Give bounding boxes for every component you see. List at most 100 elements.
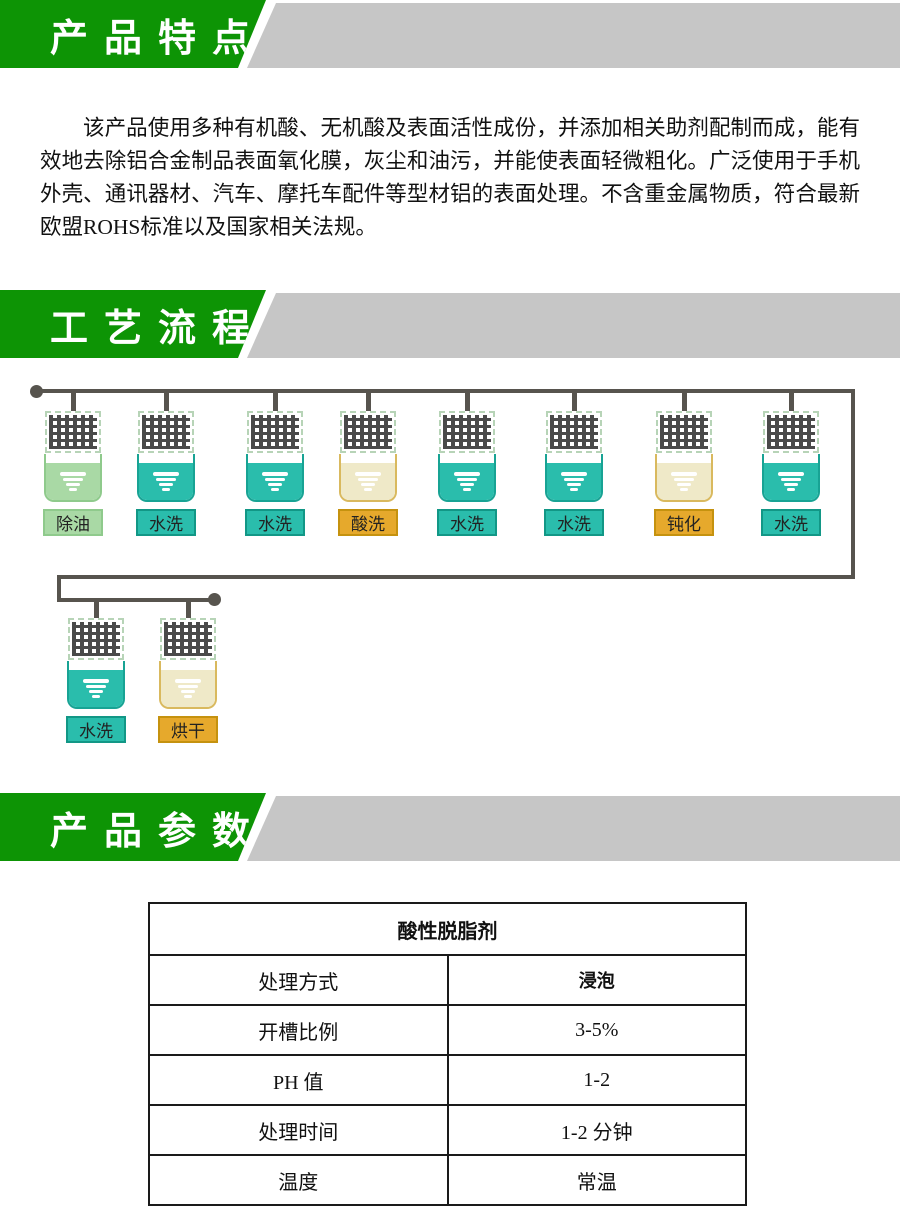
water-ripple-icon: [175, 679, 201, 698]
line-end-dot: [208, 593, 221, 606]
mesh-basket-icon: [763, 411, 819, 453]
hanger-stem-line: [163, 393, 169, 411]
tank-icon: [438, 454, 496, 502]
step-label: 水洗: [245, 509, 305, 536]
process-step-rinse: 水洗: [243, 393, 307, 536]
tank-liquid: [657, 463, 711, 500]
step-label: 水洗: [66, 716, 126, 743]
water-ripple-icon: [153, 472, 179, 491]
tank-liquid: [440, 463, 494, 500]
tank-icon: [159, 661, 217, 709]
water-ripple-icon: [355, 472, 381, 491]
process-step-passivate: 钝化: [652, 393, 716, 536]
banner-gray-stripe: [247, 796, 900, 861]
param-value: 3-5%: [446, 1004, 747, 1056]
section-title-features: 产品特点: [50, 17, 267, 60]
water-ripple-icon: [60, 472, 86, 491]
feature-paragraph: 该产品使用多种有机酸、无机酸及表面活性成份，并添加相关助剂配制而成，能有效地去除…: [40, 116, 860, 239]
hanger-stem-line: [93, 600, 99, 618]
tank-liquid: [248, 463, 302, 500]
process-step-rinse: 水洗: [134, 393, 198, 536]
banner-green-ribbon: 产品特点: [0, 0, 266, 68]
hanger-stem-line: [70, 393, 76, 411]
param-value: 1-2: [446, 1054, 747, 1106]
basket-mesh-pattern: [72, 622, 120, 656]
mesh-basket-icon: [138, 411, 194, 453]
step-label: 酸洗: [338, 509, 398, 536]
param-label: PH 值: [148, 1054, 449, 1106]
section-banner-features: 产品特点: [0, 0, 900, 68]
tank-icon: [545, 454, 603, 502]
basket-mesh-pattern: [550, 415, 598, 449]
mesh-basket-icon: [247, 411, 303, 453]
banner-green-ribbon: 产品参数: [0, 793, 266, 861]
tank-liquid: [547, 463, 601, 500]
table-row: 处理时间 1-2 分钟: [148, 1104, 747, 1156]
param-label: 处理时间: [148, 1104, 449, 1156]
step-label: 水洗: [136, 509, 196, 536]
tank-liquid: [341, 463, 395, 500]
line-start-dot: [30, 385, 43, 398]
process-step-rinse: 水洗: [435, 393, 499, 536]
basket-mesh-pattern: [660, 415, 708, 449]
param-label: 处理方式: [148, 954, 449, 1006]
water-ripple-icon: [262, 472, 288, 491]
conveyor-line-left-vertical: [57, 575, 61, 602]
basket-mesh-pattern: [251, 415, 299, 449]
banner-gray-stripe: [247, 3, 900, 68]
table-row: 开槽比例 3-5%: [148, 1004, 747, 1056]
mesh-basket-icon: [439, 411, 495, 453]
table-title: 酸性脱脂剂: [148, 902, 747, 956]
table-row: 温度 常温: [148, 1154, 747, 1206]
tank-icon: [655, 454, 713, 502]
banner-gray-stripe: [247, 293, 900, 358]
basket-mesh-pattern: [767, 415, 815, 449]
mesh-basket-icon: [656, 411, 712, 453]
step-label: 钝化: [654, 509, 714, 536]
tank-icon: [339, 454, 397, 502]
section-title-params: 产品参数: [50, 810, 267, 853]
section-banner-params: 产品参数: [0, 793, 900, 861]
water-ripple-icon: [454, 472, 480, 491]
process-step-acid-wash: 酸洗: [336, 393, 400, 536]
tank-icon: [44, 454, 102, 502]
basket-mesh-pattern: [443, 415, 491, 449]
process-step-degrease: 除油: [41, 393, 105, 536]
conveyor-line-return: [57, 575, 855, 579]
water-ripple-icon: [83, 679, 109, 698]
water-ripple-icon: [671, 472, 697, 491]
mesh-basket-icon: [546, 411, 602, 453]
table-row: 处理方式 浸泡: [148, 954, 747, 1006]
basket-mesh-pattern: [49, 415, 97, 449]
section-banner-process: 工艺流程: [0, 290, 900, 358]
water-ripple-icon: [561, 472, 587, 491]
table-title-row: 酸性脱脂剂: [148, 902, 747, 956]
parameter-table: 酸性脱脂剂 处理方式 浸泡 开槽比例 3-5% PH 值 1-2 处理时间 1-…: [148, 902, 747, 1206]
tank-icon: [137, 454, 195, 502]
process-step-rinse: 水洗: [64, 600, 128, 743]
step-label: 烘干: [158, 716, 218, 743]
process-step-rinse: 水洗: [542, 393, 606, 536]
tank-icon: [67, 661, 125, 709]
conveyor-line-right-vertical: [851, 389, 855, 579]
tank-liquid: [161, 670, 215, 707]
conveyor-line-top: [37, 389, 855, 393]
water-ripple-icon: [778, 472, 804, 491]
param-value: 常温: [446, 1154, 747, 1206]
step-label: 除油: [43, 509, 103, 536]
process-flow-diagram: 除油 水洗 水洗: [0, 370, 900, 750]
banner-green-ribbon: 工艺流程: [0, 290, 266, 358]
param-value: 浸泡: [446, 954, 747, 1006]
tank-liquid: [69, 670, 123, 707]
param-value: 1-2 分钟: [446, 1104, 747, 1156]
hanger-stem-line: [571, 393, 577, 411]
basket-mesh-pattern: [164, 622, 212, 656]
tank-liquid: [139, 463, 193, 500]
hanger-stem-line: [365, 393, 371, 411]
section-title-process: 工艺流程: [50, 307, 267, 350]
hanger-stem-line: [681, 393, 687, 411]
tank-liquid: [46, 463, 100, 500]
tank-liquid: [764, 463, 818, 500]
mesh-basket-icon: [340, 411, 396, 453]
